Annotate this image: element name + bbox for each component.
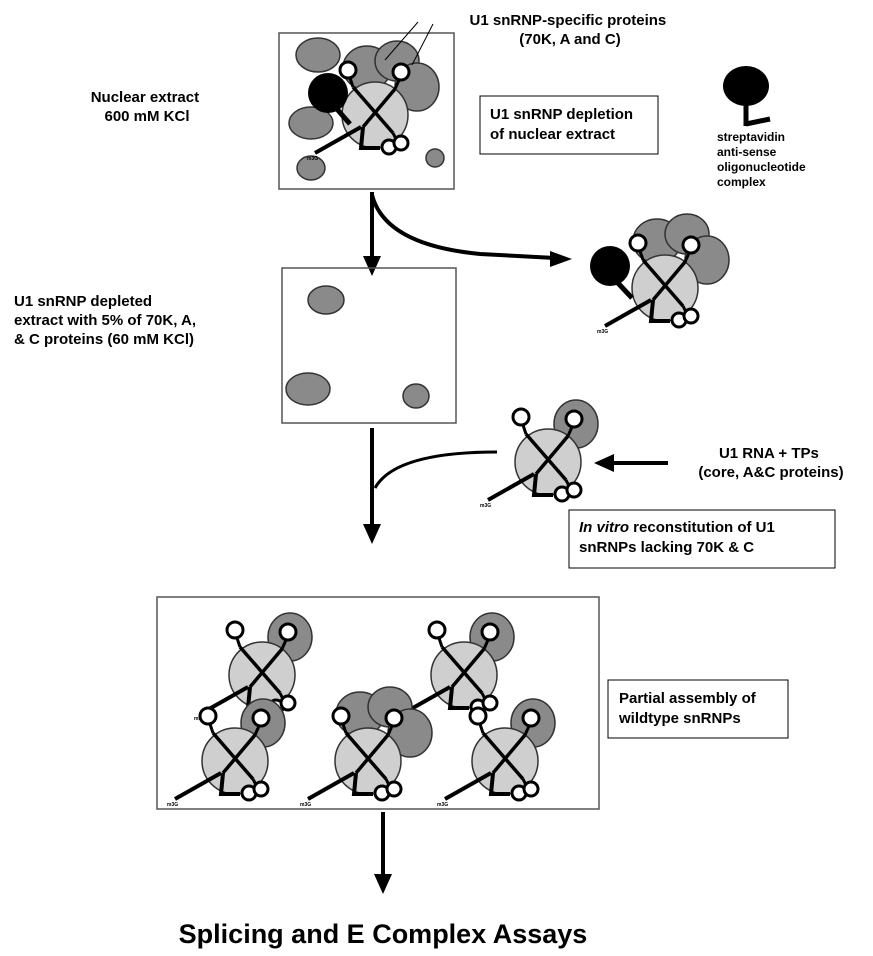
- arrowhead: [363, 256, 381, 276]
- partial-assembly-step-label: Partial assembly of wildtype snRNPs: [618, 690, 760, 727]
- protein-blob: [402, 383, 430, 409]
- u1-snrnp-removed: m3G: [597, 213, 730, 335]
- protein-blob: [285, 372, 331, 406]
- m3g-cap-label: m3G: [437, 802, 448, 808]
- u1-snrnp-reconstituted: m3G: [480, 399, 599, 509]
- merge-curve: [373, 450, 498, 489]
- reconstitution-caption-box: [568, 509, 836, 569]
- final-assays-title: Splicing and E Complex Assays: [179, 919, 588, 949]
- reconstitution-caption: In vitro reconstitution of U1 snRNPs lac…: [579, 519, 779, 556]
- u1-snrnp-stage1: m3G: [307, 40, 440, 162]
- callout-line: [411, 23, 434, 66]
- u1-snrnp-partial: m3G: [194, 612, 313, 722]
- protein-callout-label: U1 snRNP-specific proteins (70K, A and C…: [470, 12, 671, 48]
- u1-snrnp-partial: m3G: [396, 612, 515, 722]
- protein-blob: [295, 37, 341, 73]
- u1-snrnp-complete: m3G: [300, 686, 433, 808]
- protein-blob: [296, 155, 326, 181]
- m3g-cap-label: m3G: [597, 329, 608, 335]
- arrowhead: [374, 874, 392, 894]
- callout-line: [384, 21, 419, 61]
- streptavidin-legend-icon: [723, 66, 771, 127]
- arrowhead: [363, 524, 381, 544]
- u1-snrnp-partial: m3G: [437, 698, 556, 808]
- m3g-cap-label: m3G: [167, 802, 178, 808]
- protein-blob: [307, 285, 345, 315]
- u1-snrnp-partial: m3G: [167, 698, 286, 808]
- m3g-cap-label: m3G: [300, 802, 311, 808]
- partial-assembly-step-box: [607, 679, 789, 739]
- depletion-step-label: U1 snRNP depletion of nuclear extract: [490, 106, 637, 143]
- streptavidin-legend-label: streptavidin anti-sense oligonucleotide …: [717, 130, 809, 189]
- depletion-step-box: [479, 95, 659, 155]
- depleted-extract-label: U1 snRNP depleted extract with 5% of 70K…: [14, 293, 200, 348]
- protein-blob: [288, 106, 334, 140]
- nuclear-extract-box: [278, 32, 455, 190]
- arrowhead: [594, 454, 614, 472]
- nuclear-extract-label: Nuclear extract 600 mM KCl: [91, 89, 204, 125]
- streptavidin-oligo-bound-2: [590, 246, 634, 300]
- partial-assembly-box: [156, 596, 600, 810]
- m3g-cap-label: m3G: [307, 156, 318, 162]
- arrowhead: [550, 251, 572, 267]
- protein-blob: [425, 148, 445, 168]
- m3g-cap-label: m3G: [480, 503, 491, 509]
- streptavidin-oligo-bound-1: [308, 73, 352, 126]
- arrow-depleted-snrnp: [370, 194, 556, 260]
- u1-rna-tps-label: U1 RNA + TPs (core, A&C proteins): [698, 445, 843, 481]
- depleted-extract-box: [281, 267, 457, 424]
